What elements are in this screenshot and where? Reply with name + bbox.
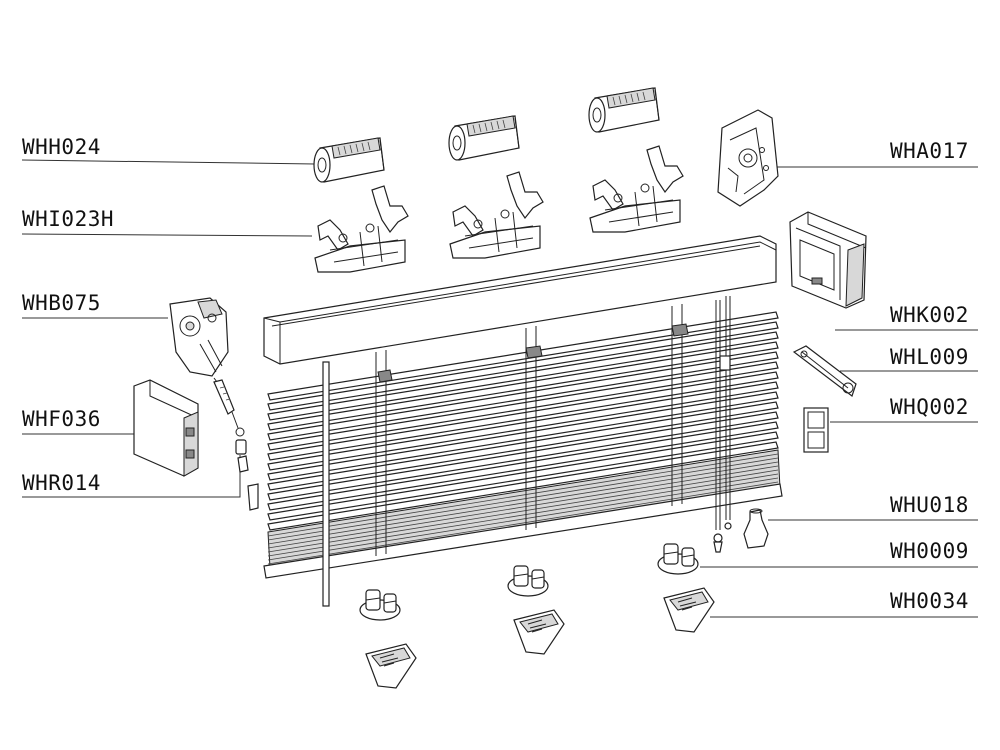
tilt-roller-part	[313, 137, 385, 183]
svg-text:WHI023H: WHI023H	[22, 207, 114, 231]
label-whu018: WHU018	[768, 493, 978, 521]
tilter-mechanism-part	[169, 297, 245, 437]
svg-text:WHB075: WHB075	[22, 291, 101, 315]
headrail	[263, 235, 777, 365]
label-wha017: WHA017	[775, 139, 978, 168]
label-whk002: WHK002	[835, 303, 978, 331]
label-whq002: WHQ002	[830, 395, 978, 423]
svg-text:WHR014: WHR014	[22, 471, 101, 495]
svg-text:WHF036: WHF036	[22, 407, 101, 431]
label-whb075: WHB075	[22, 291, 168, 319]
svg-text:WHH024: WHH024	[22, 135, 101, 159]
label-whi023h: WHI023H	[21, 207, 313, 237]
svg-text:WHK002: WHK002	[890, 303, 969, 327]
ladder-cords	[375, 304, 689, 556]
end-bracket-part	[717, 109, 779, 207]
slats	[263, 311, 783, 579]
label-whf036: WHF036	[22, 407, 134, 435]
svg-text:WHQ002: WHQ002	[890, 395, 969, 419]
svg-text:WH0009: WH0009	[890, 539, 969, 563]
svg-text:WHL009: WHL009	[890, 345, 969, 369]
cradle-bracket-part	[314, 185, 409, 273]
label-whr014: WHR014	[22, 455, 241, 498]
tilt-wand	[322, 361, 330, 607]
end-cap-part	[133, 379, 199, 477]
label-whh024: WHH024	[21, 135, 316, 165]
svg-text:WH0034: WH0034	[890, 589, 969, 613]
hold-down-bracket-part	[359, 589, 401, 621]
label-whl009: WHL009	[840, 345, 978, 372]
end-cap-box-part	[789, 211, 867, 309]
label-wh0034: WH0034	[710, 589, 978, 618]
cord-connector-part	[235, 439, 259, 511]
svg-text:WHU018: WHU018	[890, 493, 969, 517]
valance-clip-part	[365, 643, 417, 689]
label-wh0009: WH0009	[700, 539, 978, 568]
cord-lock-part	[792, 345, 857, 397]
cord-tassel-part	[743, 508, 769, 549]
cord-cleat-part	[803, 407, 829, 453]
pull-cords	[713, 296, 732, 553]
svg-text:WHA017: WHA017	[890, 139, 969, 163]
